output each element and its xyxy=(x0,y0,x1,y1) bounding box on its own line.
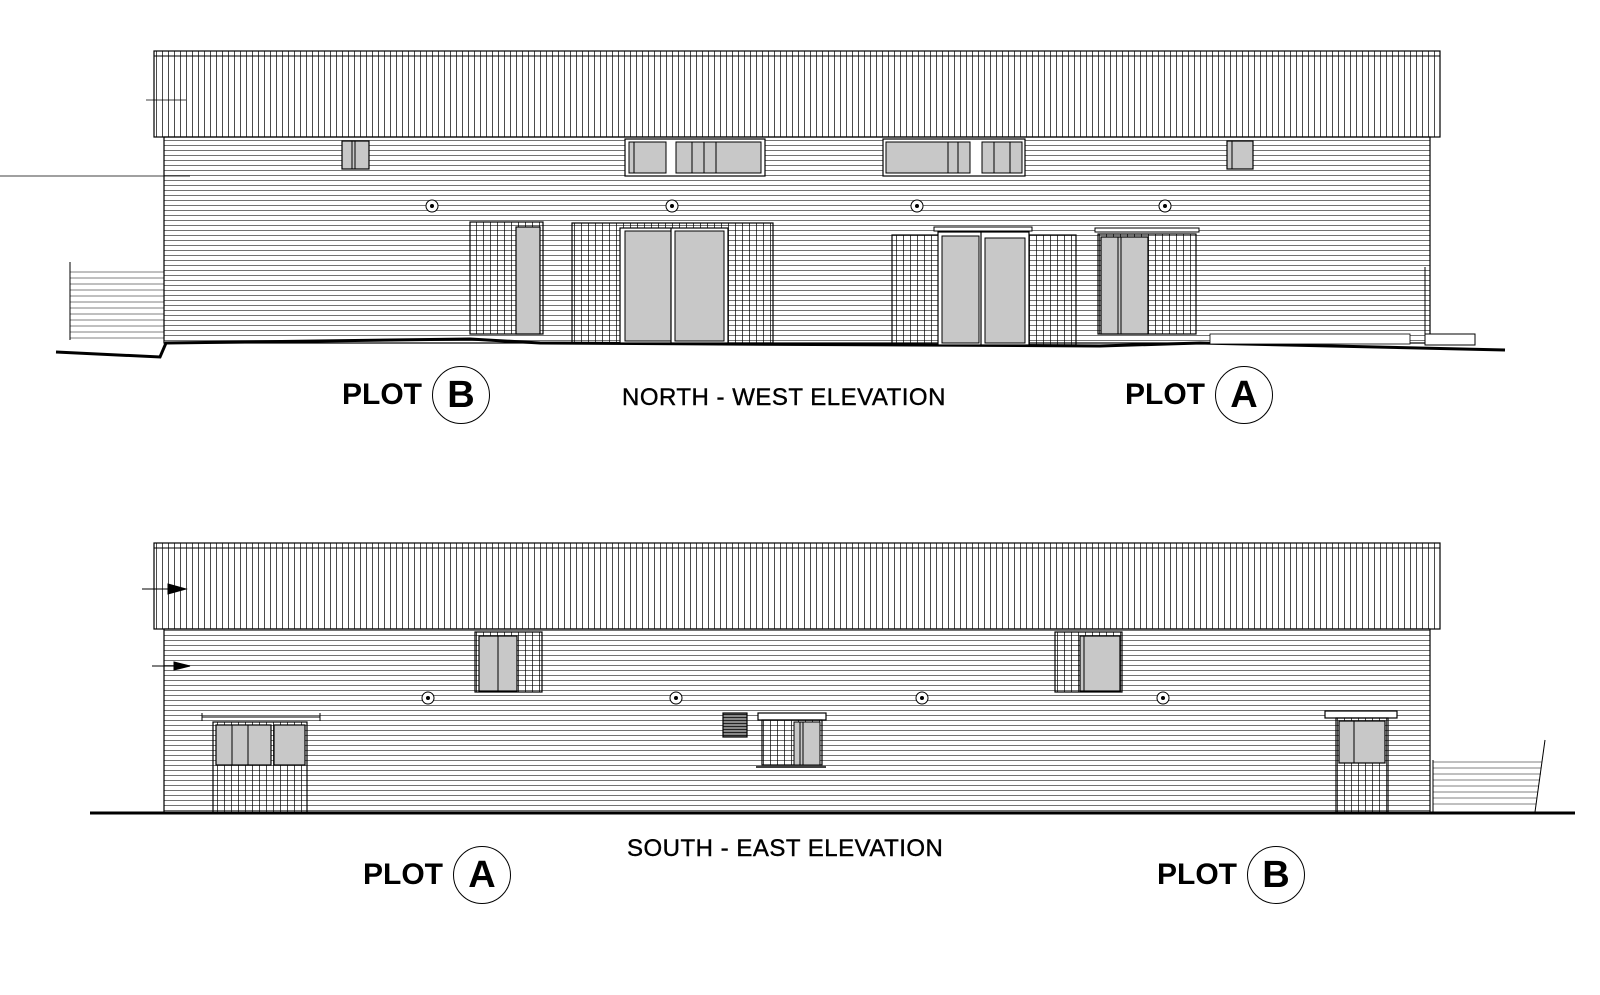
se-plot-marker-right: PLOT B xyxy=(1157,846,1305,904)
se-level-arrows xyxy=(142,583,191,671)
se-elevation-title: SOUTH - EAST ELEVATION xyxy=(627,835,944,862)
nw-door-bay-3 xyxy=(891,226,1077,346)
nw-right-low-wall xyxy=(1209,267,1476,346)
plot-letter-circle: B xyxy=(1247,846,1305,904)
plot-label: PLOT xyxy=(1157,858,1237,891)
plot-label: PLOT xyxy=(1125,378,1205,411)
se-grille xyxy=(722,712,748,738)
nw-upper-window-3 xyxy=(882,138,1026,177)
se-door-bay-2 xyxy=(756,712,827,768)
nw-door-bay-2 xyxy=(571,222,774,344)
nw-left-fence xyxy=(0,99,190,340)
plot-letter-circle: A xyxy=(1215,366,1273,424)
nw-ground-line xyxy=(55,337,1506,359)
plot-label: PLOT xyxy=(342,378,422,411)
nw-elevation-title: NORTH - WEST ELEVATION xyxy=(622,384,946,411)
nw-door-bay-4 xyxy=(1094,227,1200,335)
plot-letter-circle: B xyxy=(432,366,490,424)
se-door-bay-1 xyxy=(201,713,321,814)
nw-roof xyxy=(153,50,1441,138)
north-west-elevation xyxy=(0,50,1506,359)
plot-letter-circle: A xyxy=(453,846,511,904)
se-wall-vents xyxy=(421,691,1170,705)
se-upper-window-2 xyxy=(1054,631,1123,693)
nw-wall-vents xyxy=(425,199,1172,213)
nw-plot-marker-right: PLOT A xyxy=(1125,366,1273,424)
nw-upper-window-1 xyxy=(341,140,370,170)
se-upper-window-1 xyxy=(474,631,543,693)
plot-label: PLOT xyxy=(363,858,443,891)
south-east-elevation xyxy=(90,542,1575,815)
nw-plot-marker-left: PLOT B xyxy=(342,366,490,424)
se-roof xyxy=(153,542,1441,630)
se-right-fence xyxy=(1432,739,1546,813)
nw-upper-window-4 xyxy=(1226,140,1254,170)
nw-door-bay-1 xyxy=(469,221,544,335)
nw-upper-window-2 xyxy=(624,138,766,177)
se-door-bay-3 xyxy=(1324,710,1398,813)
se-plot-marker-left: PLOT A xyxy=(363,846,511,904)
nw-wall xyxy=(163,136,1431,344)
